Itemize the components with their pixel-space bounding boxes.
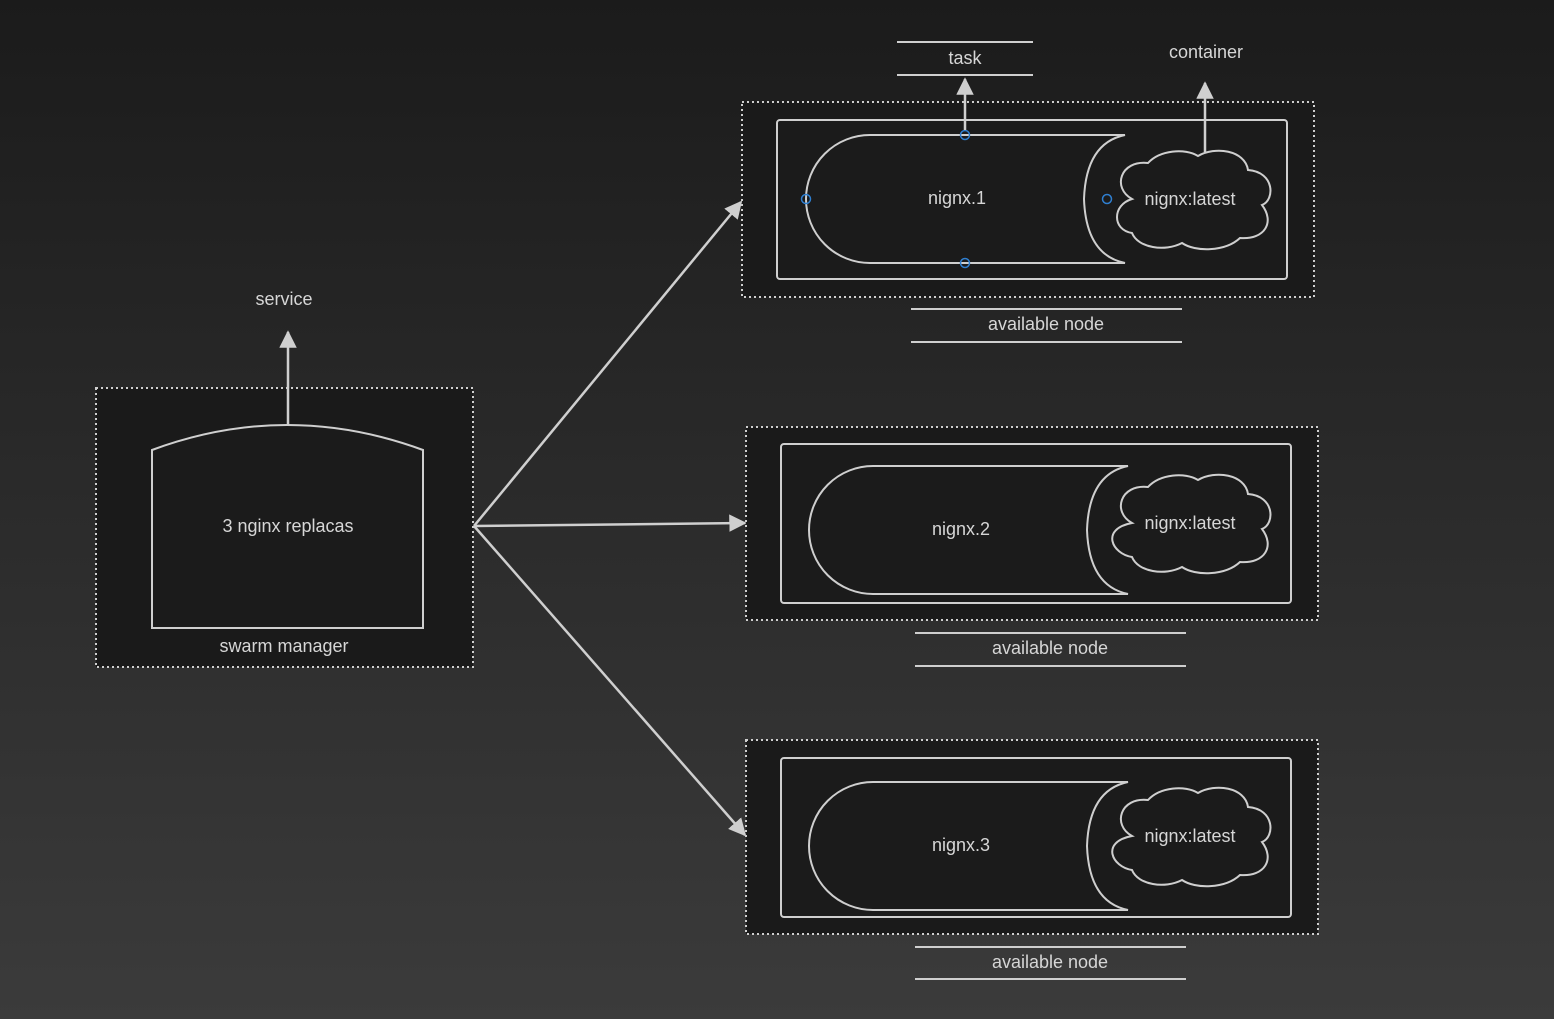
container-1-cloud-icon[interactable] bbox=[1116, 149, 1272, 251]
port-1-left[interactable] bbox=[800, 193, 812, 205]
task-3-shape[interactable] bbox=[808, 781, 1129, 911]
port-1-cloud[interactable] bbox=[1101, 193, 1113, 205]
task-2-label: nignx.2 bbox=[932, 519, 990, 539]
connector-to-node-2[interactable] bbox=[473, 514, 747, 532]
swarm-manager-label: swarm manager bbox=[219, 636, 348, 656]
container-callout-label: container bbox=[1169, 42, 1243, 62]
container-1-label: nignx:latest bbox=[1144, 189, 1235, 209]
port-1-top[interactable] bbox=[959, 129, 971, 141]
available-node-2[interactable]: nignx.2 nignx:latest bbox=[745, 426, 1319, 621]
connector-to-node-1[interactable] bbox=[473, 200, 743, 527]
task-callout-label: task bbox=[948, 48, 982, 68]
service-callout-label: service bbox=[255, 289, 312, 309]
service-replicas-label: 3 nginx replacas bbox=[222, 516, 353, 536]
container-3-label: nignx:latest bbox=[1144, 826, 1235, 846]
container-2-label: nignx:latest bbox=[1144, 513, 1235, 533]
port-1-bottom[interactable] bbox=[959, 257, 971, 269]
connector-to-node-3[interactable] bbox=[473, 525, 747, 837]
available-node-1[interactable]: nignx.1 nignx:latest bbox=[741, 101, 1315, 298]
node-3-label: available node bbox=[992, 952, 1108, 972]
container-3-cloud-icon[interactable] bbox=[1111, 786, 1272, 888]
node-2-label: available node bbox=[992, 638, 1108, 658]
task-2-shape[interactable] bbox=[808, 465, 1129, 595]
node-1-label: available node bbox=[988, 314, 1104, 334]
task-3-label: nignx.3 bbox=[932, 835, 990, 855]
service-shape[interactable] bbox=[151, 424, 424, 629]
available-node-3[interactable]: nignx.3 nignx:latest bbox=[745, 739, 1319, 935]
container-2-cloud-icon[interactable] bbox=[1111, 473, 1272, 575]
task-1-shape[interactable] bbox=[805, 134, 1126, 264]
swarm-manager[interactable]: 3 nginx replacas swarm manager bbox=[95, 387, 474, 668]
task-1-label: nignx.1 bbox=[928, 188, 986, 208]
